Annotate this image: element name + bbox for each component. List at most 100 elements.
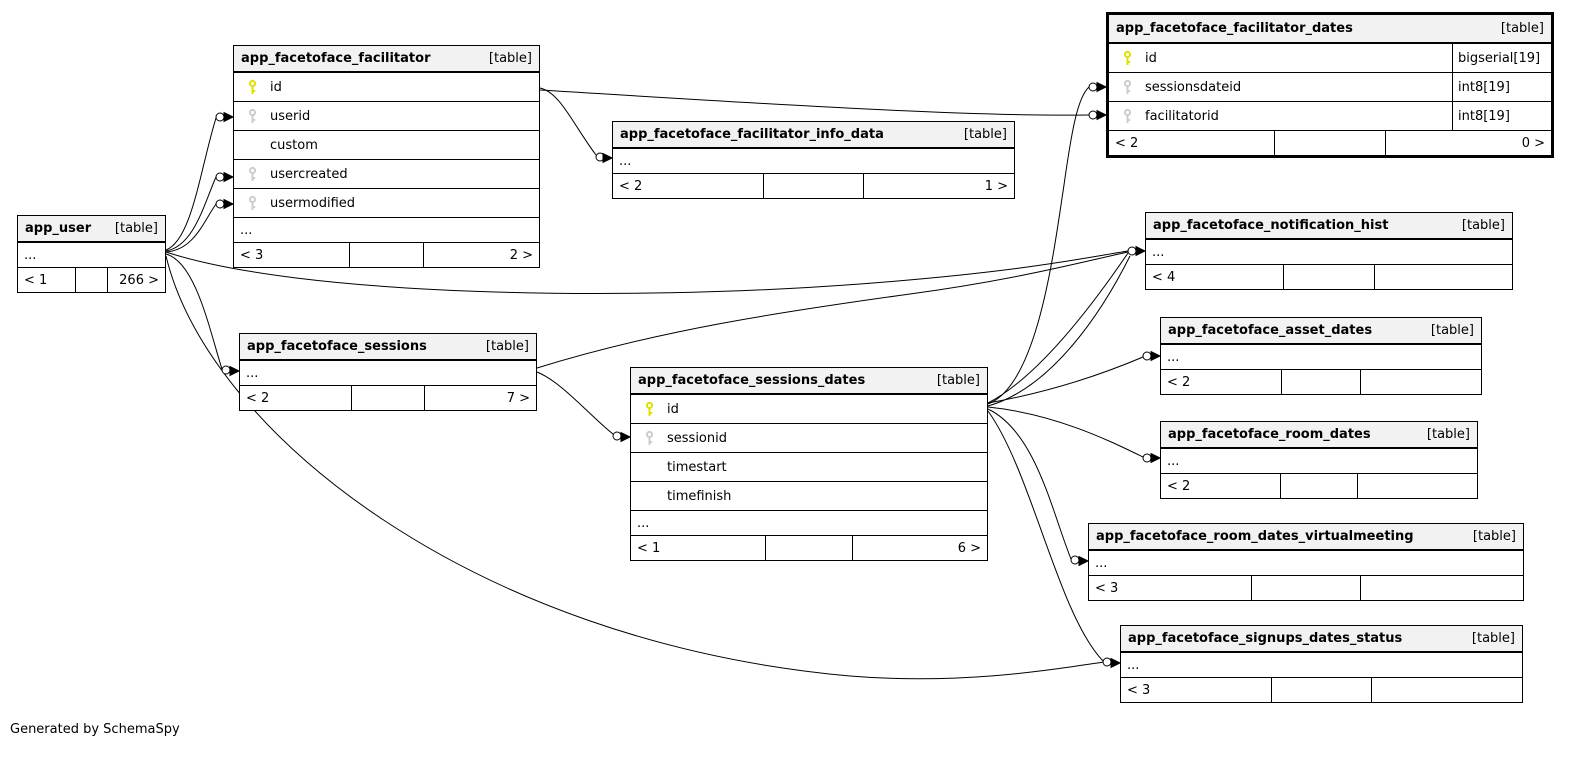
ellipsis-row: ...	[18, 243, 165, 268]
table-header[interactable]: app_facetoface_facilitator_info_data [ta…	[613, 122, 1014, 149]
footer-spacer	[1279, 474, 1359, 498]
table-name: app_facetoface_notification_hist	[1153, 218, 1389, 233]
table-header[interactable]: app_facetoface_facilitator_dates [table]	[1109, 15, 1551, 44]
footer-spacer	[764, 536, 854, 560]
table-type-badge: [table]	[488, 51, 532, 66]
parent-count: < 2	[1167, 374, 1191, 390]
table-app_facetoface_facilitator[interactable]: app_facetoface_facilitator [table] id us…	[233, 45, 540, 268]
relationship-edge	[165, 176, 217, 252]
ellipsis-row: ...	[1161, 449, 1477, 474]
edge-arrow-icon	[1096, 109, 1108, 121]
footer-spacer	[351, 386, 425, 410]
footer-spacer	[74, 268, 109, 292]
edge-circle	[1127, 246, 1137, 256]
edge-circle	[215, 172, 225, 182]
column-type: bigserial[19]	[1452, 44, 1551, 72]
ellipsis-label: ...	[24, 247, 37, 263]
edge-arrow-icon	[229, 365, 241, 377]
table-header[interactable]: app_facetoface_notification_hist [table]	[1146, 213, 1512, 240]
table-header[interactable]: app_facetoface_sessions [table]	[240, 334, 536, 361]
ellipsis-label: ...	[1152, 244, 1165, 260]
table-header[interactable]: app_facetoface_room_dates_virtualmeeting…	[1089, 524, 1523, 551]
table-type-badge: [table]	[1461, 218, 1505, 233]
table-app_facetoface_facilitator_info_data[interactable]: app_facetoface_facilitator_info_data [ta…	[612, 121, 1015, 199]
relationship-edge	[165, 253, 223, 370]
table-name: app_facetoface_sessions	[247, 339, 427, 354]
column-name: userid	[270, 108, 311, 124]
parent-count: < 2	[1167, 478, 1191, 494]
parent-count: < 3	[240, 247, 264, 263]
ellipsis-label: ...	[240, 222, 253, 238]
column-row: userid	[234, 102, 539, 131]
table-header[interactable]: app_facetoface_room_dates [table]	[1161, 422, 1477, 449]
table-type-badge: [table]	[936, 373, 980, 388]
column-name: usercreated	[270, 166, 348, 182]
ellipsis-row: ...	[240, 361, 536, 386]
child-count	[1361, 370, 1481, 394]
table-name: app_facetoface_facilitator_dates	[1116, 21, 1353, 36]
footer-spacer	[1274, 131, 1386, 155]
edge-circle	[221, 365, 231, 375]
relationship-edge	[165, 117, 217, 251]
relationship-edge	[987, 356, 1144, 404]
column-row: id bigserial[19]	[1109, 44, 1551, 73]
parent-count: < 4	[1152, 269, 1176, 285]
relationship-edge	[165, 203, 217, 253]
table-app_facetoface_signups_dates_status[interactable]: app_facetoface_signups_dates_status [tab…	[1120, 625, 1523, 703]
column-row: usermodified	[234, 189, 539, 218]
table-app_facetoface_room_dates_virtualmeeting[interactable]: app_facetoface_room_dates_virtualmeeting…	[1088, 523, 1524, 601]
table-footer: < 3 2 >	[234, 243, 539, 267]
table-app_facetoface_room_dates[interactable]: app_facetoface_room_dates [table] ... < …	[1160, 421, 1478, 499]
relationship-edge	[987, 252, 1129, 404]
parent-count: < 2	[619, 178, 643, 194]
column-name: id	[667, 401, 679, 417]
child-count: 6 >	[957, 540, 981, 556]
relationship-edge	[539, 89, 1090, 116]
child-count: 266 >	[119, 272, 159, 288]
edge-circle	[1142, 453, 1152, 463]
parent-count: < 1	[24, 272, 48, 288]
column-type: int8[19]	[1452, 102, 1551, 130]
table-header[interactable]: app_facetoface_signups_dates_status [tab…	[1121, 626, 1522, 653]
table-app_facetoface_sessions[interactable]: app_facetoface_sessions [table] ... < 2 …	[239, 333, 537, 411]
table-footer: < 2 7 >	[240, 386, 536, 410]
column-row: usercreated	[234, 160, 539, 189]
parent-count: < 3	[1127, 682, 1151, 698]
foreign-key-icon	[1109, 79, 1145, 96]
edge-arrow-icon	[620, 431, 632, 443]
ellipsis-label: ...	[1095, 555, 1108, 571]
child-count: 1 >	[984, 178, 1008, 194]
table-name: app_facetoface_asset_dates	[1168, 323, 1373, 338]
child-count	[1358, 474, 1477, 498]
ellipsis-label: ...	[619, 153, 632, 169]
table-app_facetoface_sessions_dates[interactable]: app_facetoface_sessions_dates [table] id…	[630, 367, 988, 561]
table-name: app_facetoface_room_dates	[1168, 427, 1371, 442]
footer-spacer	[763, 174, 864, 198]
ellipsis-row: ...	[1089, 551, 1523, 576]
table-app_facetoface_facilitator_dates[interactable]: app_facetoface_facilitator_dates [table]…	[1106, 12, 1554, 158]
column-row: custom	[234, 131, 539, 160]
table-app_user[interactable]: app_user [table] ... < 1 266 >	[17, 215, 166, 293]
footer-spacer	[1283, 265, 1375, 289]
edge-circle	[1102, 657, 1112, 667]
relationship-edge	[536, 251, 1129, 369]
table-type-badge: [table]	[963, 127, 1007, 142]
ellipsis-label: ...	[246, 365, 259, 381]
table-name: app_facetoface_facilitator_info_data	[620, 127, 884, 142]
table-app_facetoface_notification_hist[interactable]: app_facetoface_notification_hist [table]…	[1145, 212, 1513, 290]
table-app_facetoface_asset_dates[interactable]: app_facetoface_asset_dates [table] ... <…	[1160, 317, 1482, 395]
table-header[interactable]: app_user [table]	[18, 216, 165, 243]
ellipsis-label: ...	[637, 515, 650, 531]
table-footer: < 2 1 >	[613, 174, 1014, 198]
table-header[interactable]: app_facetoface_asset_dates [table]	[1161, 318, 1481, 345]
column-row: id	[631, 395, 987, 424]
generated-by-note: Generated by SchemaSpy	[10, 722, 180, 737]
edge-arrow-icon	[223, 198, 235, 210]
footer-spacer	[1251, 576, 1361, 600]
table-footer: < 2	[1161, 474, 1477, 498]
column-row: sessionsdateid int8[19]	[1109, 73, 1551, 102]
table-header[interactable]: app_facetoface_sessions_dates [table]	[631, 368, 987, 395]
foreign-key-icon	[234, 108, 270, 125]
table-header[interactable]: app_facetoface_facilitator [table]	[234, 46, 539, 73]
table-footer: < 3	[1089, 576, 1523, 600]
